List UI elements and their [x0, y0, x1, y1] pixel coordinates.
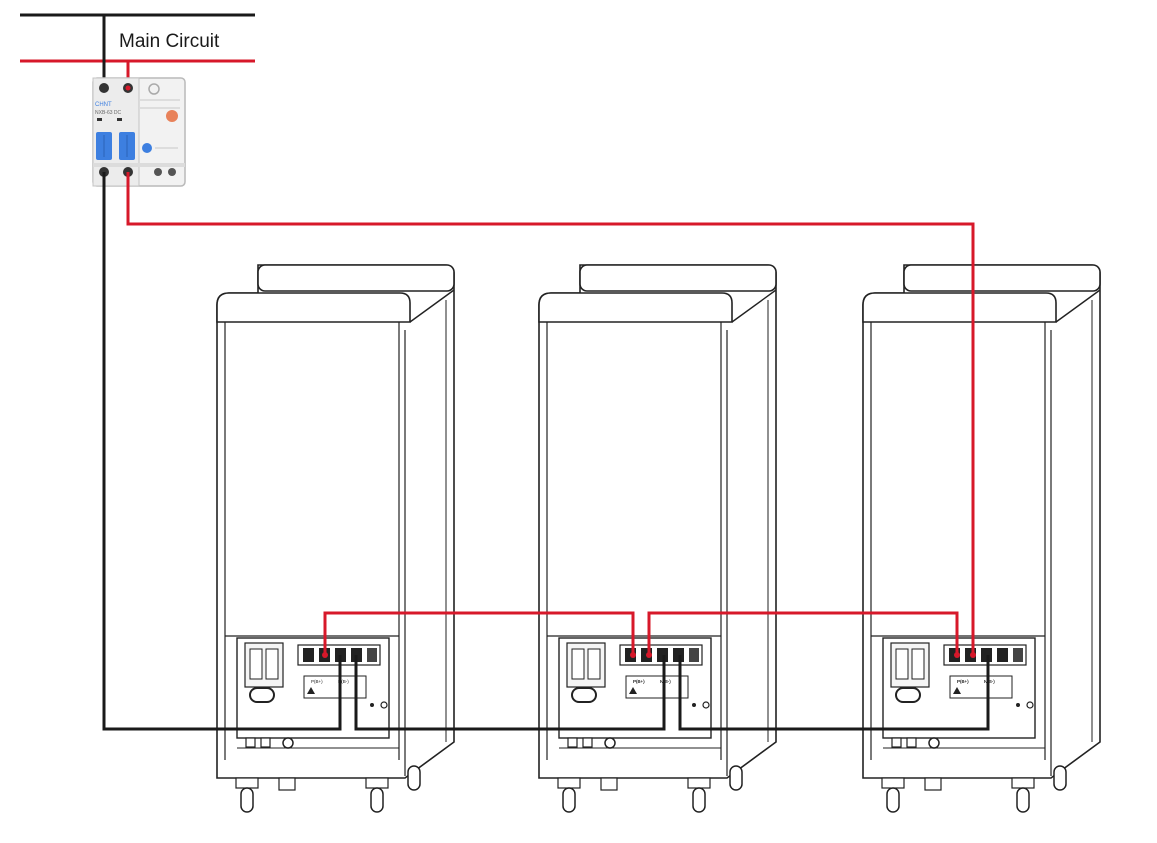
negative-wiring	[102, 172, 990, 731]
warning-icon	[307, 687, 315, 694]
panel-label-negative: N(B-)	[984, 679, 995, 684]
panel-label-positive: P(B+)	[957, 679, 969, 684]
negative-wire-link-1	[354, 655, 666, 731]
panel-label-positive: P(B+)	[311, 679, 323, 684]
breaker-brand: CHNT	[95, 102, 112, 108]
wire-connection-dots	[125, 85, 976, 658]
positive-wiring	[126, 172, 975, 655]
positive-wire-link-1	[323, 611, 635, 655]
negative-wire-main	[102, 172, 342, 731]
positive-wire-link-2	[647, 611, 959, 655]
panel-label-positive: P(B+)	[633, 679, 645, 684]
battery-cabinet-icon: P(B+) N(B-)	[216, 264, 455, 813]
knob-icon	[166, 110, 178, 122]
negative-wire-link-2	[678, 655, 990, 731]
wheel-icon	[235, 765, 421, 813]
positive-wire-main	[126, 172, 975, 655]
breaker-model: NXB-63 DC	[95, 110, 122, 116]
terminal-icon	[99, 83, 109, 93]
main-circuit-label: Main Circuit	[119, 31, 220, 52]
terminal-icon	[303, 648, 314, 662]
breaker-icon: CHNT NXB-63 DC	[92, 77, 186, 187]
main-circuit-bus: Main Circuit	[20, 13, 255, 88]
panel-label-negative: N(B-)	[338, 679, 349, 684]
panel-label-negative: N(B-)	[660, 679, 671, 684]
